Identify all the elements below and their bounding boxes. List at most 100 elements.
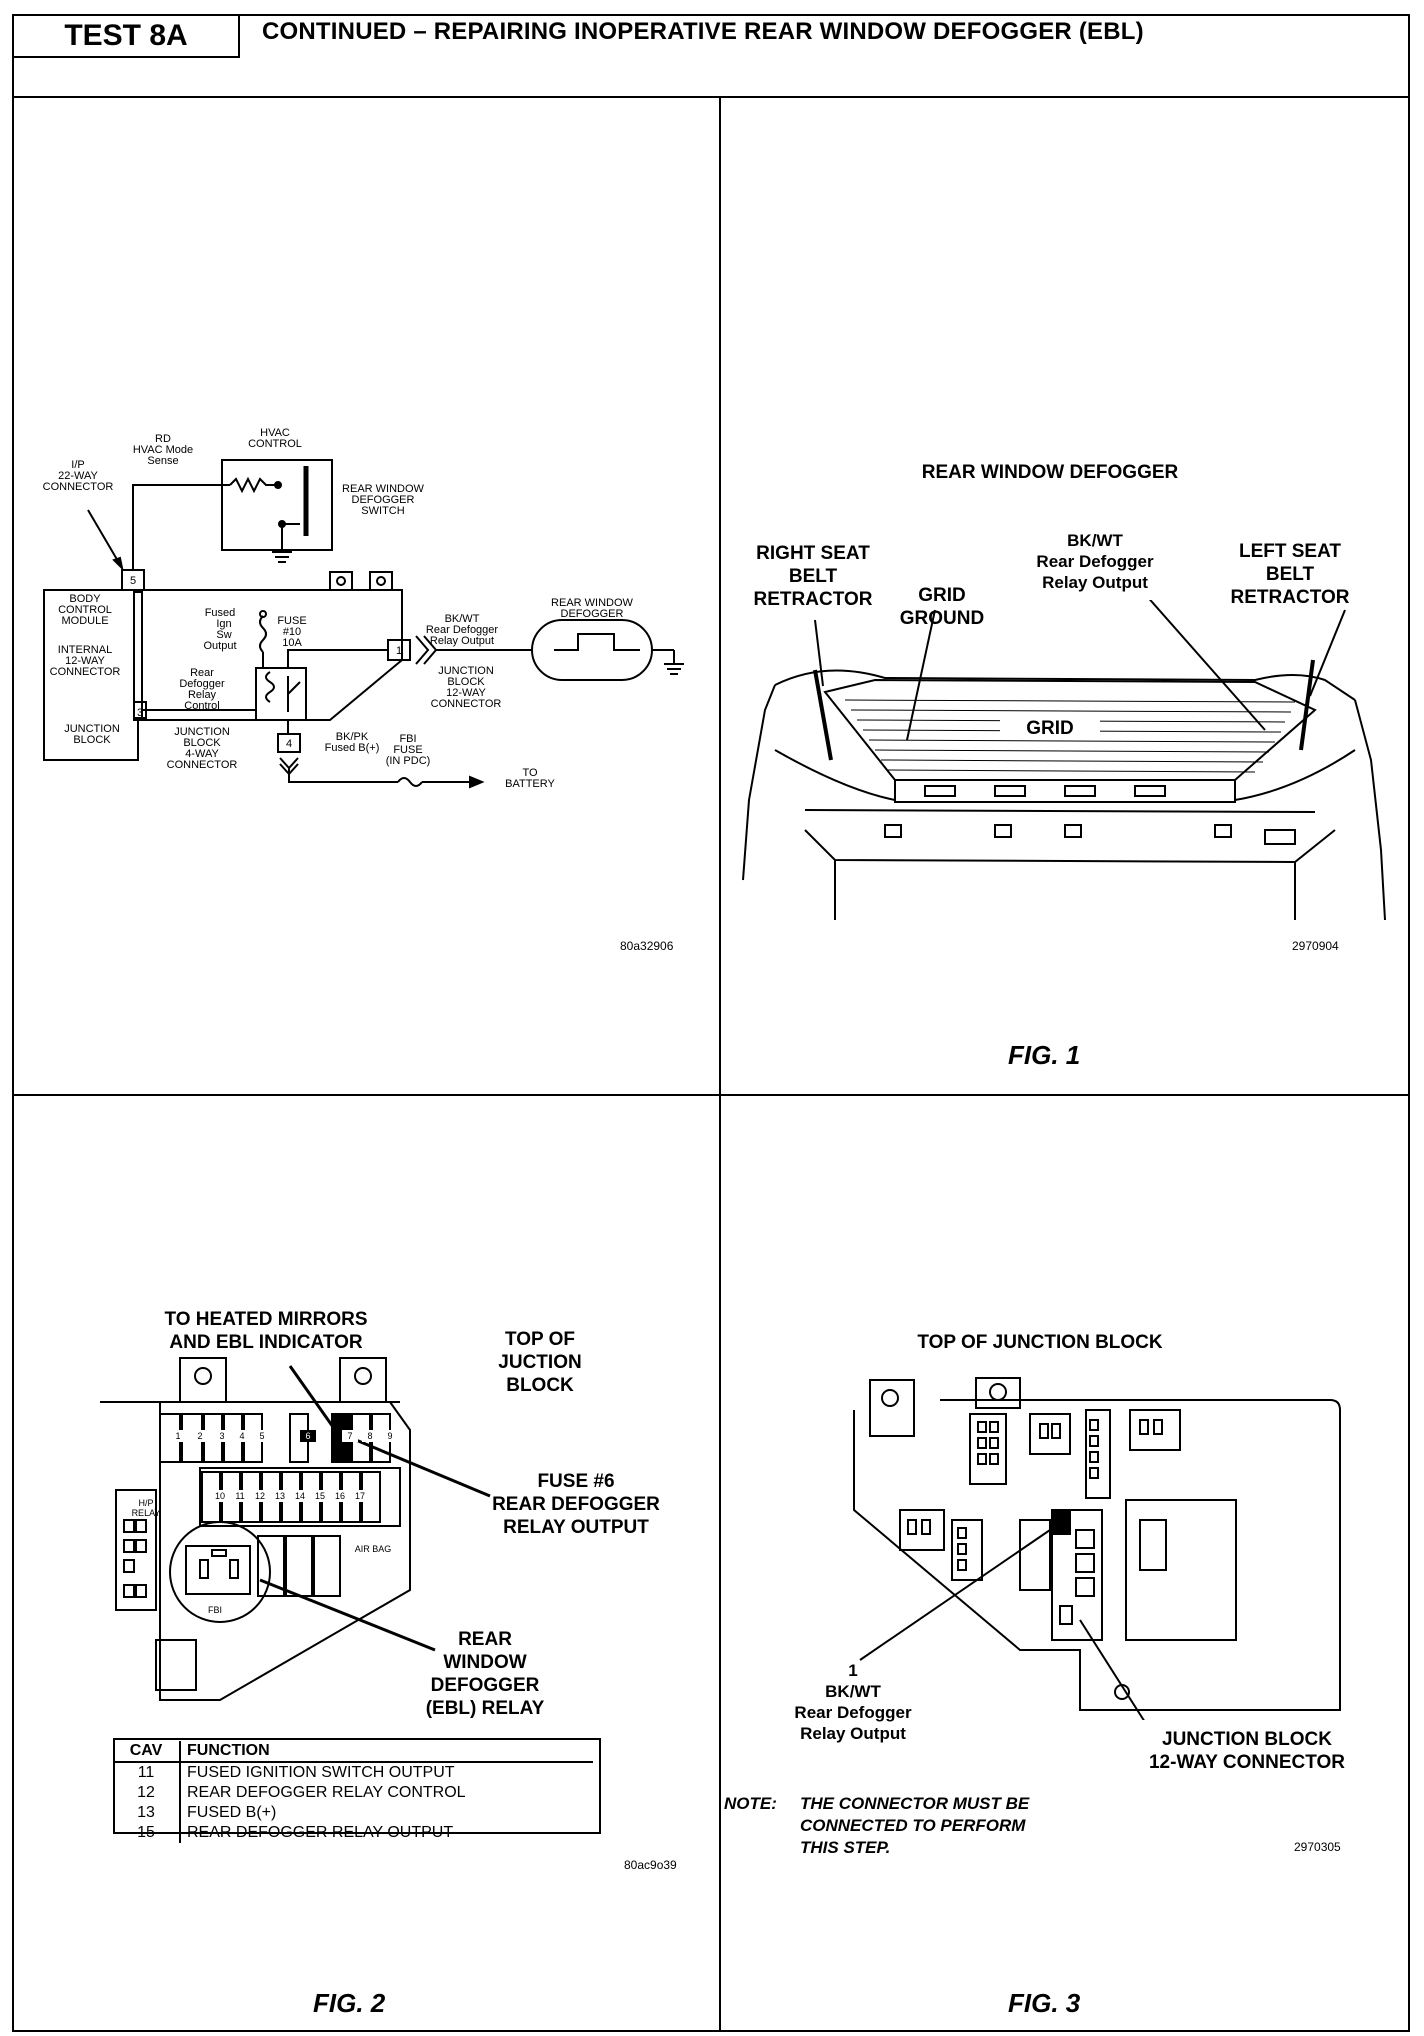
svg-text:Ign: Ign <box>216 618 231 630</box>
fig1-car-interior-drawing <box>742 600 1386 921</box>
fig1-label: FIG. 1 <box>1008 1040 1081 1070</box>
svg-text:5: 5 <box>130 575 136 587</box>
fig3-title: TOP OF JUNCTION BLOCK <box>917 1332 1163 1353</box>
svg-text:CONTROL: CONTROL <box>248 438 302 450</box>
fig2-hp-relay-label: H/P RELAY <box>131 1498 161 1518</box>
wiring-schematic: RD HVAC Mode Sense HVAC CONTROL I/P 22-W… <box>43 427 684 790</box>
svg-text:4: 4 <box>286 738 292 750</box>
svg-text:HVAC Mode: HVAC Mode <box>133 444 193 456</box>
svg-text:DEFOGGER: DEFOGGER <box>352 494 415 506</box>
table-row: 12 REAR DEFOGGER RELAY CONTROL <box>113 1783 593 1803</box>
fuse-number-label: 13 <box>272 1490 288 1502</box>
svg-text:TO: TO <box>522 767 538 779</box>
fuse-number-label: 5 <box>254 1430 270 1442</box>
fuse-number-label: 16 <box>332 1490 348 1502</box>
fig2-label: FIG. 2 <box>313 1988 386 2018</box>
svg-text:BK/WT: BK/WT <box>445 613 480 625</box>
cav-cell: 11 <box>113 1762 181 1783</box>
function-cell: FUSED B(+) <box>187 1804 277 1821</box>
svg-text:Relay: Relay <box>188 689 217 701</box>
svg-text:FBI: FBI <box>399 733 416 745</box>
svg-text:12-WAY: 12-WAY <box>65 655 105 667</box>
svg-text:HVAC: HVAC <box>260 427 290 439</box>
fig3-note-lead: NOTE: <box>724 1794 777 1813</box>
svg-text:SWITCH: SWITCH <box>361 505 404 517</box>
svg-text:CONNECTOR: CONNECTOR <box>43 481 114 493</box>
cav-header: CAV <box>113 1741 181 1763</box>
svg-text:Rear Defogger: Rear Defogger <box>426 624 498 636</box>
svg-text:Sw: Sw <box>216 629 231 641</box>
svg-text:MODULE: MODULE <box>61 615 108 627</box>
fuse-number-label: 6 <box>300 1430 316 1442</box>
svg-text:JUNCTION: JUNCTION <box>64 723 120 735</box>
table-row: 11 FUSED IGNITION SWITCH OUTPUT <box>113 1762 593 1783</box>
fuse-number-label: 11 <box>232 1490 248 1502</box>
svg-text:I/P: I/P <box>71 459 84 471</box>
fuse-number-label: 17 <box>352 1490 368 1502</box>
svg-text:BLOCK: BLOCK <box>73 734 111 746</box>
fig2-air-bag-label: AIR BAG <box>354 1544 392 1554</box>
svg-text:(IN PDC): (IN PDC) <box>386 755 431 767</box>
fig3-pin-callout: 1 BK/WT Rear Defogger Relay Output <box>794 1661 912 1743</box>
svg-text:RD: RD <box>155 433 171 445</box>
svg-text:12-WAY: 12-WAY <box>446 687 486 699</box>
svg-text:Rear: Rear <box>190 667 214 679</box>
svg-text:Fused: Fused <box>205 607 236 619</box>
fig2-ebl-relay-label: REAR WINDOW DEFOGGER (EBL) RELAY <box>425 1629 545 1719</box>
fig3-label: FIG. 3 <box>1008 1988 1081 2018</box>
svg-text:10A: 10A <box>282 637 302 649</box>
fig1-title: REAR WINDOW DEFOGGER <box>921 462 1179 483</box>
cav-cell: 13 <box>113 1803 181 1823</box>
fig3-code: 2970305 <box>1294 1840 1341 1854</box>
fig2-top-of-junction-label: TOP OF JUCTION BLOCK <box>498 1329 582 1396</box>
fuse-number-label: 12 <box>252 1490 268 1502</box>
fuse-number-label: 3 <box>214 1430 230 1442</box>
fig1-grid-ground-label: GRID GROUND <box>899 585 985 629</box>
svg-text:DEFOGGER: DEFOGGER <box>561 608 624 620</box>
fuse-number-label: 9 <box>382 1430 398 1442</box>
svg-text:22-WAY: 22-WAY <box>58 470 98 482</box>
svg-text:Output: Output <box>203 640 236 652</box>
svg-text:CONNECTOR: CONNECTOR <box>50 666 121 678</box>
fig2-fbi-label: FBI <box>207 1605 222 1615</box>
fig2-fuse6-label: FUSE #6 REAR DEFOGGER RELAY OUTPUT <box>492 1471 660 1538</box>
page-title: CONTINUED – REPAIRING INOPERATIVE REAR W… <box>262 18 1144 45</box>
fig2-table-border <box>113 1738 601 1834</box>
function-header: FUNCTION <box>180 1741 593 1763</box>
schematic-code: 80a32906 <box>620 939 674 953</box>
center-divider <box>719 98 721 2032</box>
svg-text:#10: #10 <box>283 626 301 638</box>
svg-text:BK/PK: BK/PK <box>336 731 369 743</box>
svg-text:INTERNAL: INTERNAL <box>58 644 112 656</box>
fig1-left-seat-label: LEFT SEAT BELT RETRACTOR <box>1230 541 1350 608</box>
svg-text:4-WAY: 4-WAY <box>185 748 219 760</box>
fuse-number-label: 1 <box>170 1430 186 1442</box>
fuse-number-label: 10 <box>212 1490 228 1502</box>
fig1-grid-label: GRID <box>1000 717 1100 740</box>
svg-text:FUSE: FUSE <box>277 615 306 627</box>
svg-text:Defogger: Defogger <box>179 678 225 690</box>
fig3-note-body: THE CONNECTOR MUST BE CONNECTED TO PERFO… <box>800 1794 1030 1857</box>
svg-text:FUSE: FUSE <box>393 744 422 756</box>
fuse-number-label: 8 <box>362 1430 378 1442</box>
svg-text:CONNECTOR: CONNECTOR <box>431 698 502 710</box>
fig1-bkwt-label: BK/WT Rear Defogger Relay Output <box>1036 531 1154 592</box>
middle-divider <box>12 1094 1410 1096</box>
fuse-number-label: 14 <box>292 1490 308 1502</box>
fuse-number-label: 15 <box>312 1490 328 1502</box>
svg-text:Control: Control <box>184 700 219 712</box>
svg-text:Fused B(+): Fused B(+) <box>325 742 380 754</box>
svg-text:BATTERY: BATTERY <box>505 778 555 790</box>
svg-text:BLOCK: BLOCK <box>447 676 485 688</box>
fig1-code: 2970904 <box>1292 939 1339 953</box>
test-id-box: TEST 8A <box>12 14 240 58</box>
fig2-cavity-table: CAV FUNCTION 11 FUSED IGNITION SWITCH OU… <box>113 1741 593 1843</box>
fig3-connector-label: JUNCTION BLOCK 12-WAY CONNECTOR <box>1148 1729 1346 1773</box>
svg-text:Sense: Sense <box>147 455 178 467</box>
table-row: 13 FUSED B(+) <box>113 1803 593 1823</box>
function-cell: FUSED IGNITION SWITCH OUTPUT <box>187 1764 455 1781</box>
svg-text:BODY: BODY <box>69 593 101 605</box>
svg-text:CONTROL: CONTROL <box>58 604 112 616</box>
svg-text:3: 3 <box>137 707 143 719</box>
fuse-number-label: 4 <box>234 1430 250 1442</box>
